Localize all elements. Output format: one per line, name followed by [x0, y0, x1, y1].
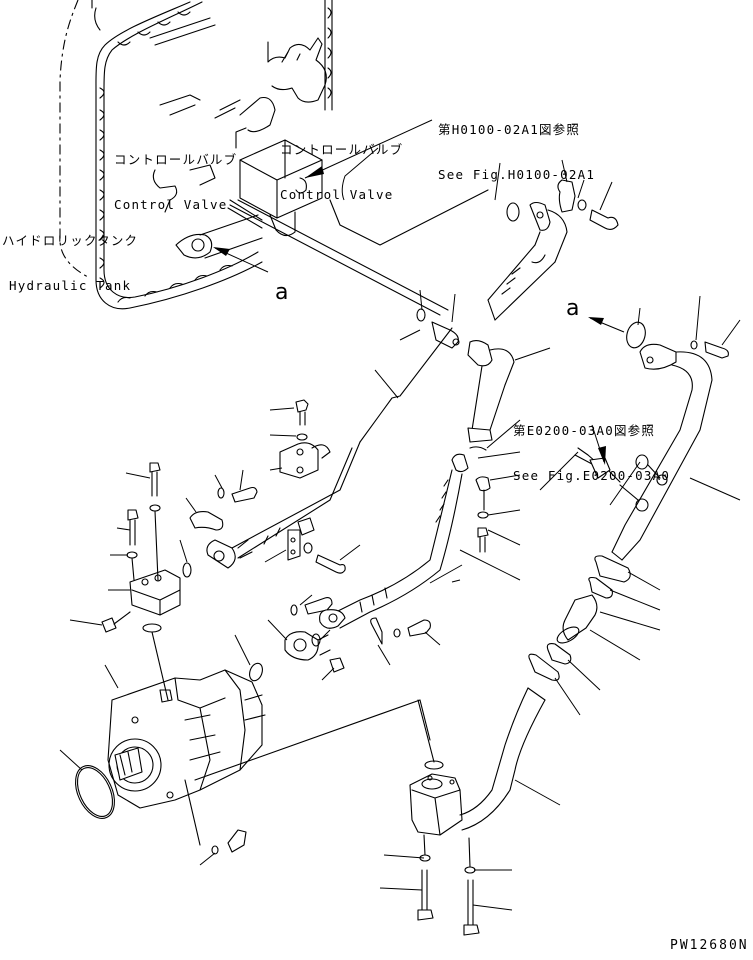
pump-block [101, 462, 181, 633]
hydraulic-pump [75, 623, 431, 855]
figure-reference-e0200[interactable]: 第E0200-03A0図参照 See Fig.E0200-03A0 [513, 393, 670, 513]
adapter-elbow [416, 308, 515, 451]
callout-leaders [59, 159, 741, 911]
suction-tube-right [528, 321, 729, 681]
figure-reference-h0100-en: See Fig.H0100-02A1 [438, 167, 596, 182]
figure-reference-h0100[interactable]: 第H0100-02A1図参照 See Fig.H0100-02A1 [438, 92, 595, 212]
figure-reference-e0200-jp: 第E0200-03A0図参照 [513, 423, 656, 438]
control-valve-label-left: コントロールバルブ Control Valve [114, 122, 237, 242]
control-valve-right-jp: コントロールバルブ [280, 142, 404, 157]
hydraulic-tank-label: ハイドロリックタンク Hydraulic Tank [2, 203, 138, 323]
control-valve [152, 37, 327, 237]
control-valve-label-right: コントロールバルブ Control Valve [280, 112, 403, 232]
suction-hose-upper [329, 179, 619, 321]
figure-reference-e0200-en: See Fig.E0200-03A0 [513, 468, 671, 483]
hydraulic-tank-label-en: Hydraulic Tank [9, 278, 132, 293]
control-valve-left-en: Control Valve [114, 197, 228, 212]
suction-pipe-lines [175, 199, 449, 316]
drawing-number: PW12680N [670, 938, 749, 953]
view-marker-a-left: a [275, 280, 289, 305]
pressure-hose [284, 453, 491, 673]
hydraulic-tank-label-jp: ハイドロリックタンク [2, 233, 139, 248]
inlet-elbow [409, 687, 546, 936]
control-valve-right-en: Control Valve [280, 187, 394, 202]
figure-reference-h0100-jp: 第H0100-02A1図参照 [438, 122, 581, 137]
view-marker-a-right: a [566, 296, 580, 321]
control-valve-left-jp: コントロールバルブ [114, 152, 238, 167]
hose-left-upper [182, 327, 453, 578]
hydraulic-tank [59, 0, 333, 310]
reference-arrows [213, 119, 625, 465]
